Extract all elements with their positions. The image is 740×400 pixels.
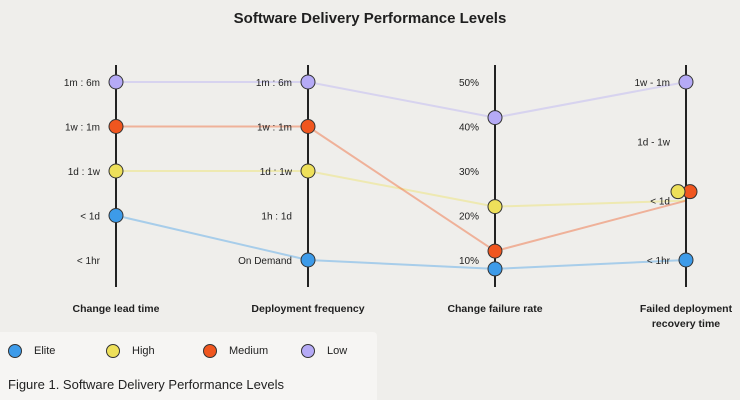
legend-item-elite: Elite bbox=[8, 344, 55, 358]
figure-caption: Figure 1. Software Delivery Performance … bbox=[8, 377, 285, 392]
legend-label: High bbox=[132, 345, 155, 357]
series-line-elite bbox=[307, 259, 496, 270]
legend-swatch bbox=[301, 344, 315, 358]
point-medium bbox=[300, 119, 316, 134]
point-elite bbox=[108, 208, 124, 223]
series-line-high bbox=[494, 199, 687, 208]
series-line-high bbox=[307, 170, 496, 208]
point-high bbox=[300, 163, 316, 179]
legend-swatch bbox=[106, 344, 120, 358]
tick-label: 1h : 1d bbox=[261, 212, 292, 223]
tick-label: < 1hr bbox=[647, 256, 671, 267]
point-low bbox=[108, 74, 124, 90]
tick-label: 1m : 6m bbox=[256, 78, 292, 89]
tick-label: 20% bbox=[459, 212, 479, 223]
tick-label: < 1d bbox=[650, 197, 670, 208]
series-line-low bbox=[307, 81, 496, 119]
tick-label: 1m : 6m bbox=[64, 78, 100, 89]
chart-title: Software Delivery Performance Levels bbox=[234, 10, 507, 27]
legend-item-medium: Medium bbox=[203, 344, 268, 358]
point-high bbox=[487, 199, 503, 215]
tick-label: 40% bbox=[459, 123, 479, 134]
legend: Elite High Medium Low Figure 1. Software De… bbox=[0, 332, 377, 400]
axis-label: Change failure rate bbox=[447, 303, 542, 315]
legend-item-low: Low bbox=[301, 344, 347, 358]
tick-label: 10% bbox=[459, 256, 479, 267]
tick-label: 50% bbox=[459, 78, 479, 89]
point-elite bbox=[678, 252, 694, 268]
series-line-medium bbox=[494, 199, 687, 253]
tick-label: < 1d bbox=[80, 212, 100, 223]
tick-label: 1w : 1m bbox=[65, 123, 100, 134]
point-medium bbox=[108, 119, 124, 134]
point-high bbox=[108, 163, 124, 179]
point-elite bbox=[300, 252, 316, 268]
axis-label: Failed deployment bbox=[640, 303, 733, 315]
tick-label: 1w - 1m bbox=[634, 78, 670, 89]
tick-label: On Demand bbox=[238, 256, 292, 267]
legend-label: Medium bbox=[229, 345, 269, 357]
point-low bbox=[300, 74, 316, 90]
tick-label: 1d - 1w bbox=[637, 137, 671, 148]
point-elite bbox=[487, 261, 503, 277]
legend-swatch bbox=[203, 344, 217, 358]
tick-label: 1d : 1w bbox=[260, 167, 293, 178]
point-high bbox=[670, 184, 686, 200]
legend-item-high: High bbox=[106, 344, 155, 358]
series-line-low bbox=[494, 81, 687, 119]
point-low bbox=[678, 74, 694, 90]
axis-label: recovery time bbox=[652, 318, 720, 330]
tick-label: < 1hr bbox=[77, 256, 101, 267]
tick-label: 30% bbox=[459, 167, 479, 178]
point-medium bbox=[487, 243, 503, 259]
legend-label: Elite bbox=[34, 345, 56, 357]
series-line-elite bbox=[115, 214, 309, 261]
series-line-medium bbox=[307, 125, 496, 252]
tick-label: 1d : 1w bbox=[68, 167, 101, 178]
point-low bbox=[487, 110, 503, 126]
tick-label: 1w : 1m bbox=[257, 123, 292, 134]
series-line-elite bbox=[494, 259, 687, 270]
legend-label: Low bbox=[327, 345, 348, 357]
legend-swatch bbox=[8, 344, 22, 358]
axis-label: Change lead time bbox=[73, 303, 160, 315]
axis-label: Deployment frequency bbox=[251, 303, 364, 315]
